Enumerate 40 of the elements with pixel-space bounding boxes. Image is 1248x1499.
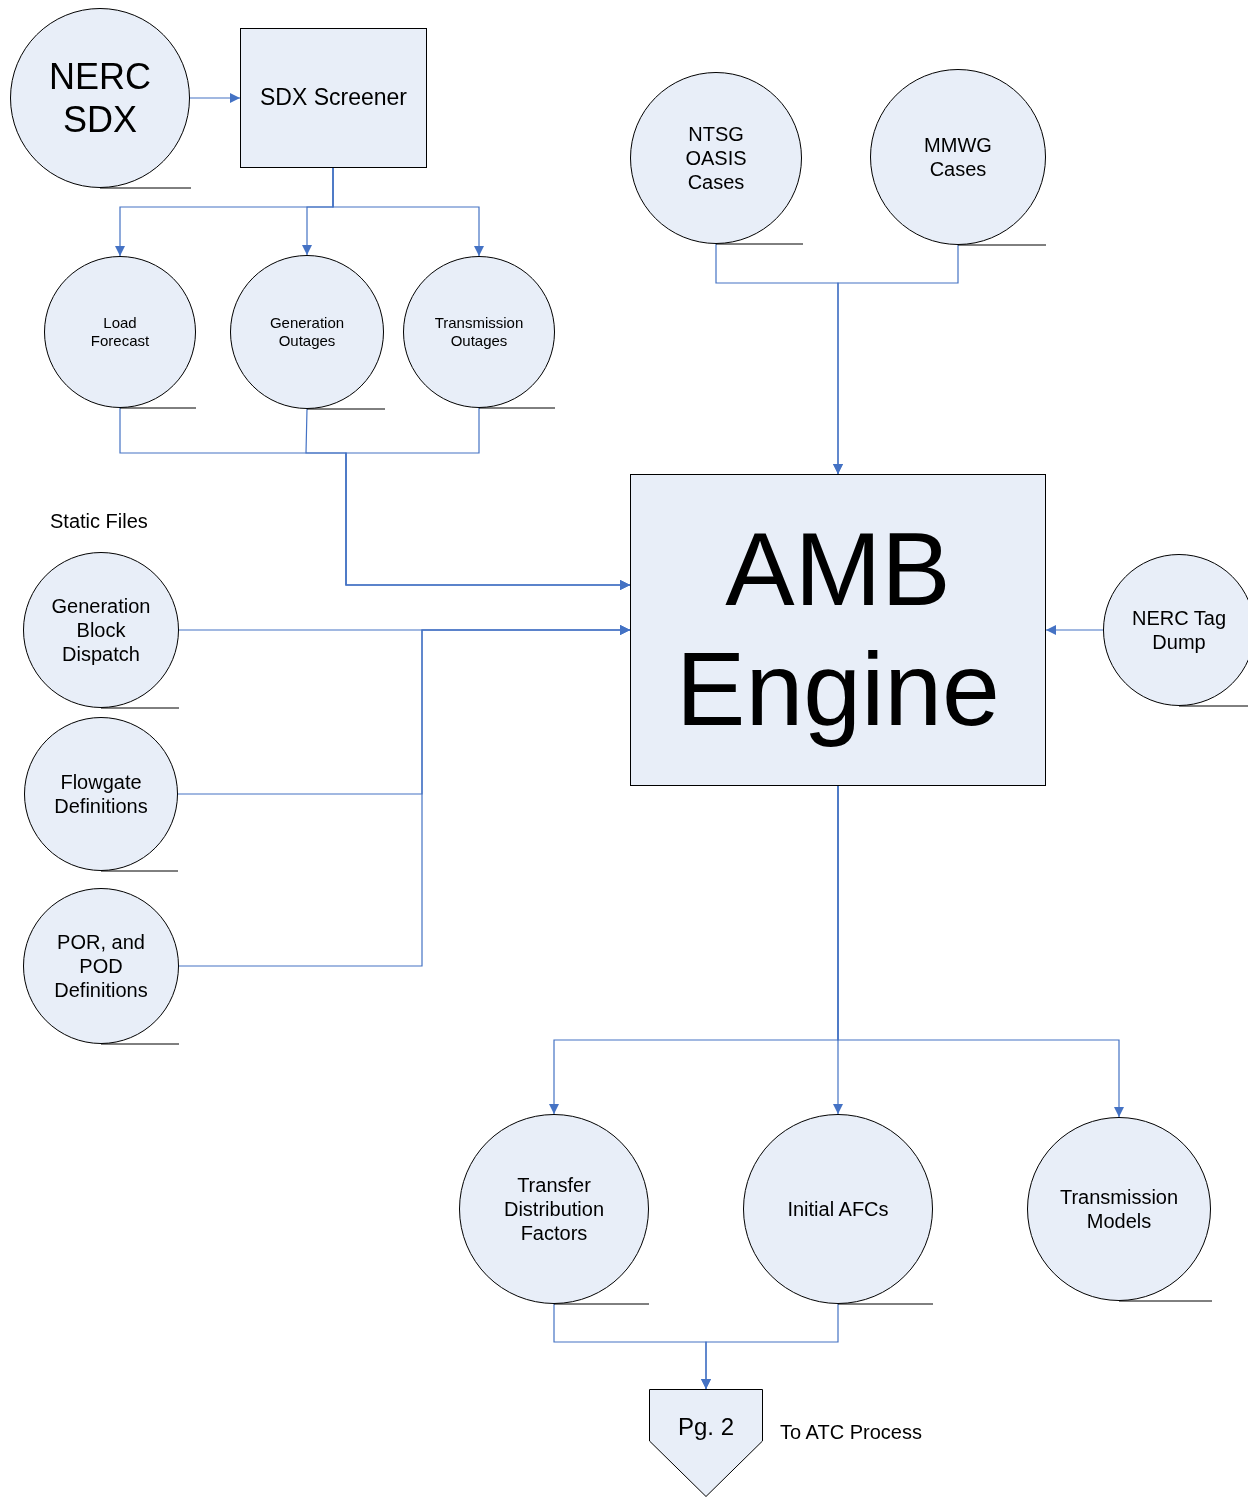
node-label: AMB Engine xyxy=(675,510,1001,749)
node-label: SDX Screener xyxy=(260,84,407,112)
storage-circle xyxy=(630,72,803,245)
node-label: MMWG Cases xyxy=(923,133,993,181)
node-label: Initial AFCs xyxy=(787,1197,889,1221)
arrow xyxy=(701,1303,839,1390)
node-label: Flowgate Definitions xyxy=(53,770,149,818)
node-label: POR, and POD Definitions xyxy=(53,930,149,1002)
arrow xyxy=(833,244,959,475)
off-page-connector xyxy=(649,1389,763,1497)
node-label: Transmission Outages xyxy=(433,314,525,350)
storage-circle xyxy=(23,552,179,709)
arrow xyxy=(1045,625,1104,635)
node-label: Load Forecast xyxy=(89,314,151,350)
node-label: Generation Block Dispatch xyxy=(50,594,152,666)
storage-circle xyxy=(870,69,1046,246)
node-label: Transmission Models xyxy=(1058,1185,1180,1233)
process-box xyxy=(240,28,427,168)
section-heading: Static Files xyxy=(50,510,148,533)
storage-circle xyxy=(459,1114,649,1305)
node-label: Transfer Distribution Factors xyxy=(502,1173,605,1245)
storage-circle xyxy=(10,8,191,189)
node-label: Generation Outages xyxy=(268,314,346,350)
arrow xyxy=(837,785,1124,1118)
storage-circle xyxy=(1027,1117,1212,1302)
process-box xyxy=(630,474,1046,786)
node-caption: To ATC Process xyxy=(780,1421,922,1444)
arrow xyxy=(178,625,631,967)
node-label: NERC Tag Dump xyxy=(1130,606,1228,654)
storage-circle xyxy=(44,256,196,409)
storage-circle xyxy=(230,255,385,410)
node-label: NTSG OASIS Cases xyxy=(684,122,748,194)
arrow xyxy=(189,93,241,103)
arrow xyxy=(332,167,484,257)
storage-circle xyxy=(403,256,555,409)
storage-circle xyxy=(24,717,178,872)
node-label: Pg. 2 xyxy=(677,1412,734,1442)
storage-circle xyxy=(23,888,179,1045)
node-label: NERC SDX xyxy=(48,54,152,142)
storage-circle xyxy=(743,1114,933,1305)
